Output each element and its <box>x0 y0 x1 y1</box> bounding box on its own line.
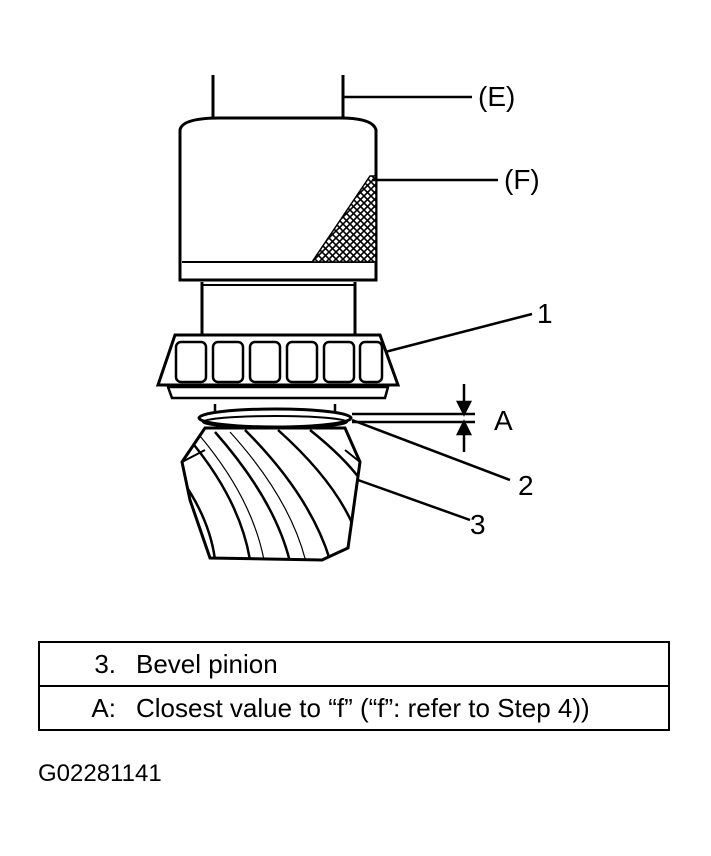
callout-3: 3 <box>470 509 486 540</box>
dimension-a-arrows <box>455 384 473 452</box>
bevel-pinion-diagram: (E) (F) 1 A 2 3 <box>155 75 553 562</box>
callout-f: (F) <box>504 164 540 195</box>
shim-washer <box>197 404 353 429</box>
legend-text: Closest value to “f” (“f”: refer to Step… <box>136 692 590 723</box>
callout-1: 1 <box>537 298 553 329</box>
leader-lines <box>343 95 533 522</box>
callout-2: 2 <box>518 470 534 501</box>
callout-a: A <box>494 405 513 436</box>
roller-bearing <box>155 333 401 400</box>
legend-key: A: <box>91 692 116 723</box>
installer-tool <box>178 116 378 335</box>
tool-rods <box>211 75 345 120</box>
bevel-pinion <box>180 426 362 562</box>
legend-table: 3. Bevel pinion A: Closest value to “f” … <box>38 641 670 731</box>
legend-row: A: Closest value to “f” (“f”: refer to S… <box>38 685 670 731</box>
callout-e: (E) <box>478 81 515 112</box>
figure-code: G02281141 <box>38 760 162 787</box>
legend-key: 3. <box>94 648 116 679</box>
legend-text: Bevel pinion <box>136 648 278 679</box>
legend-row: 3. Bevel pinion <box>38 641 670 687</box>
